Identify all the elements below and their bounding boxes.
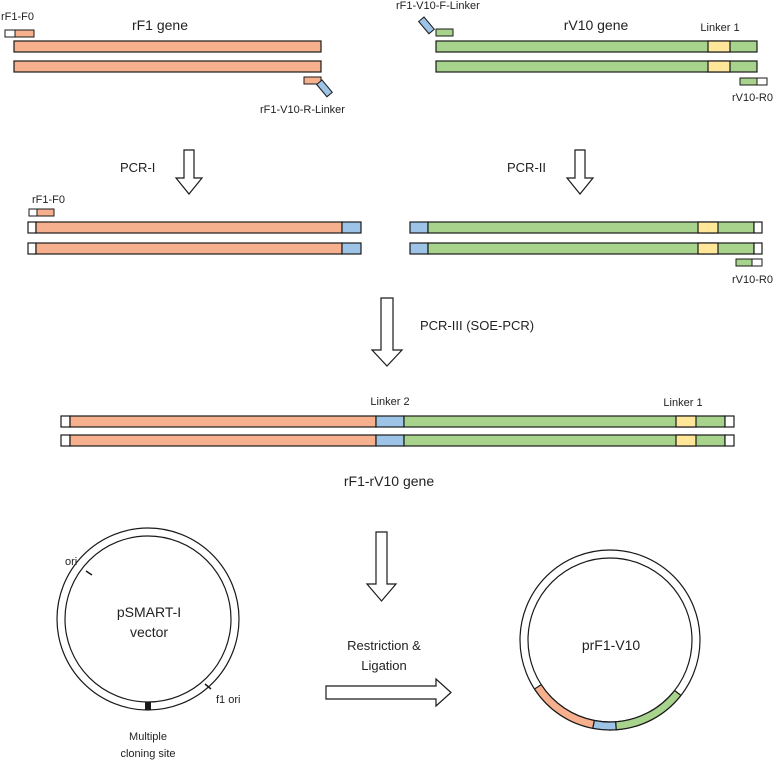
rv10-r0-primer-step2 xyxy=(735,258,753,267)
rv10-r0-label-step2: rV10-R0 xyxy=(732,274,773,286)
rf1-product-end-bottom xyxy=(27,242,37,255)
restriction-label-line2: Ligation xyxy=(361,658,407,673)
rf1-product-linker-bottom xyxy=(341,242,362,255)
fused-rf1-top xyxy=(69,415,377,428)
fused-end-right-bottom xyxy=(724,434,735,447)
fused-linker2-bottom xyxy=(375,434,405,447)
fused-gene-label: rF1-rV10 gene xyxy=(344,473,434,489)
linker1-segment-bottom xyxy=(707,60,731,73)
rv10-gene-label: rV10 gene xyxy=(564,17,629,33)
rv10-product-linker1-bottom xyxy=(697,242,719,255)
fused-linker1-bottom xyxy=(675,434,697,447)
rf1-product-bottom xyxy=(35,242,343,255)
linker1-segment-top xyxy=(707,40,731,53)
ori-marker xyxy=(85,570,93,576)
pcr3-label: PCR-III (SOE-PCR) xyxy=(420,318,534,333)
linker1-label-top: Linker 1 xyxy=(700,22,739,34)
vector-name-line2: vector xyxy=(130,624,168,640)
fused-end-right-top xyxy=(724,415,735,428)
rv10-product-end-top xyxy=(753,221,763,234)
rf1-f0-label-step2: rF1-F0 xyxy=(32,194,65,206)
rv10-r0-primer xyxy=(739,77,758,86)
product-plasmid-label: prF1-V10 xyxy=(582,637,641,653)
fused-end-left-bottom xyxy=(60,434,71,447)
rv10-product-linker1-top xyxy=(697,221,719,234)
rf1-template-strand-top xyxy=(13,40,322,53)
cloning-arrow xyxy=(365,531,398,602)
mcs-marker xyxy=(145,702,151,710)
rf1-product-linker-top xyxy=(341,221,362,234)
f1-ori-label: f1 ori xyxy=(216,694,240,706)
rv10-product-end-bottom xyxy=(753,242,763,255)
rf1-product-end-top xyxy=(27,221,37,234)
rf1-f0-primer-tail xyxy=(4,29,16,38)
rf1-f0-label: rF1-F0 xyxy=(1,11,34,23)
rf1-gene-label: rF1 gene xyxy=(132,17,188,33)
pcr2-label: PCR-II xyxy=(507,160,546,175)
restriction-arrow xyxy=(325,677,452,708)
fused-linker1-top xyxy=(675,415,697,428)
rf1-template-strand-bottom xyxy=(13,60,322,73)
pcr3-arrow xyxy=(370,297,404,367)
mcs-label-line2: cloning site xyxy=(120,748,175,760)
rf1-f0-primer-step2-tail xyxy=(28,208,38,217)
restriction-label-line1: Restriction & xyxy=(347,638,421,653)
rf1-f0-primer-step2 xyxy=(36,208,55,217)
fused-rf1-bottom xyxy=(69,434,377,447)
rf1-v10-f-linker-label: rF1-V10-F-Linker xyxy=(396,0,480,12)
rf1-v10-r-linker-label: rF1-V10-R-Linker xyxy=(260,104,345,116)
f1-ori-marker xyxy=(204,683,212,690)
insert-rv10-arc xyxy=(615,689,682,731)
rf1-v10-r-linker-tail xyxy=(315,79,333,98)
linker1-label-fused: Linker 1 xyxy=(663,397,702,409)
pcr1-label: PCR-I xyxy=(120,160,155,175)
rf1-product-top xyxy=(35,221,343,234)
rv10-r0-primer-tail xyxy=(756,77,768,86)
mcs-label-line1: Multiple xyxy=(129,731,167,743)
vector-name-line1: pSMART-I xyxy=(117,604,181,620)
rv10-template-strand-top xyxy=(435,40,758,53)
fused-linker2-top xyxy=(375,415,405,428)
rf1-v10-f-linker-tail xyxy=(417,16,435,35)
pcr1-arrow xyxy=(174,149,204,195)
psmart-vector xyxy=(56,527,240,711)
rf1-f0-primer xyxy=(14,29,35,38)
rv10-product-linker-top xyxy=(409,221,429,234)
prf1-v10-plasmid xyxy=(519,549,701,731)
linker2-label: Linker 2 xyxy=(370,396,409,408)
rv10-r0-label-top: rV10-R0 xyxy=(732,92,773,104)
rv10-product-linker-bottom xyxy=(409,242,429,255)
insert-linker2-arc xyxy=(592,719,617,731)
rf1-v10-f-linker-primer xyxy=(435,28,454,37)
pcr2-arrow xyxy=(565,149,595,195)
rv10-template-strand-bottom xyxy=(435,60,758,73)
ori-label: ori xyxy=(65,556,77,568)
fused-end-left-top xyxy=(60,415,71,428)
rv10-r0-primer-step2-tail xyxy=(751,258,763,267)
